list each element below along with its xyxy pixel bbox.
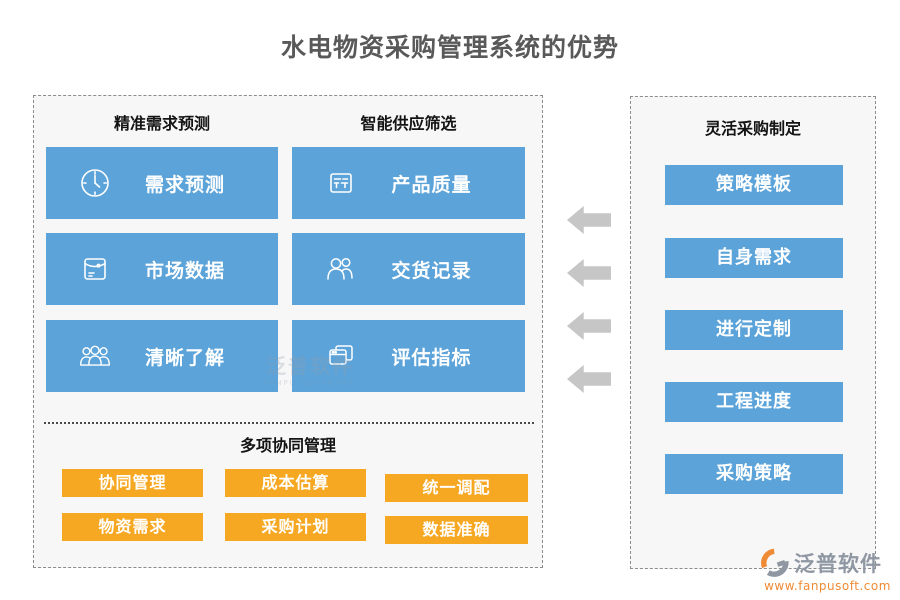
form-icon — [322, 166, 360, 200]
feature-item-market-data: 市场数据 — [46, 233, 278, 305]
tag-procurement-plan: 采购计划 — [225, 513, 366, 541]
feature-label: 清晰了解 — [144, 346, 225, 369]
tag-data-accuracy: 数据准确 — [385, 516, 528, 544]
left-arrow-icon — [567, 312, 611, 340]
tag-customization: 进行定制 — [665, 310, 843, 350]
tag-strategy-template: 策略模板 — [665, 165, 843, 205]
feature-label: 产品质量 — [391, 173, 472, 196]
tag-material-demand: 物资需求 — [62, 513, 203, 541]
feature-item-demand-forecast: 需求预测 — [46, 147, 278, 219]
feature-item-evaluation-metrics: 评估指标 — [292, 320, 525, 392]
left-arrow-icon — [567, 259, 611, 287]
feature-item-clear-understanding: 清晰了解 — [46, 320, 278, 392]
tag-own-needs: 自身需求 — [665, 238, 843, 278]
tag-cost-estimation: 成本估算 — [225, 469, 366, 497]
column-header-flexible-procurement: 灵活采购制定 — [704, 119, 801, 138]
people-group-icon — [76, 340, 114, 372]
column-header-supply-screening: 智能供应筛选 — [360, 114, 457, 133]
feature-item-delivery-record: 交货记录 — [292, 233, 525, 305]
feature-label: 评估指标 — [391, 346, 472, 369]
logo-name: 泛普软件 — [794, 552, 882, 576]
feature-label: 交货记录 — [391, 259, 472, 282]
feature-item-product-quality: 产品质量 — [292, 147, 525, 219]
page-title: 水电物资采购管理系统的优势 — [280, 33, 619, 62]
feature-label: 需求预测 — [144, 173, 225, 196]
logo-url: www.fanpusoft.com — [764, 579, 891, 593]
right-panel: 灵活采购制定 策略模板 自身需求 进行定制 工程进度 采购策略 — [630, 96, 876, 569]
left-arrow-icon — [567, 365, 611, 393]
dotted-divider — [44, 422, 534, 424]
two-people-icon — [322, 253, 360, 285]
column-header-demand-forecast: 精准需求预测 — [113, 114, 210, 133]
feature-label: 市场数据 — [144, 259, 225, 282]
tag-procurement-strategy: 采购策略 — [665, 454, 843, 494]
left-arrow-icon — [567, 206, 611, 234]
left-panel: 精准需求预测 智能供应筛选 需求预测 — [33, 95, 543, 568]
clock-icon — [76, 166, 114, 200]
fanpu-logo-icon — [760, 548, 790, 578]
fanpu-logo: 泛普软件 www.fanpusoft.com — [760, 548, 895, 593]
stacked-windows-icon — [322, 339, 360, 373]
tag-collaborative-management: 协同管理 — [62, 469, 203, 497]
section-header-collaborative: 多项协同管理 — [239, 436, 336, 455]
tag-unified-allocation: 统一调配 — [385, 474, 528, 502]
tag-project-progress: 工程进度 — [665, 382, 843, 422]
envelope-icon — [76, 252, 114, 286]
